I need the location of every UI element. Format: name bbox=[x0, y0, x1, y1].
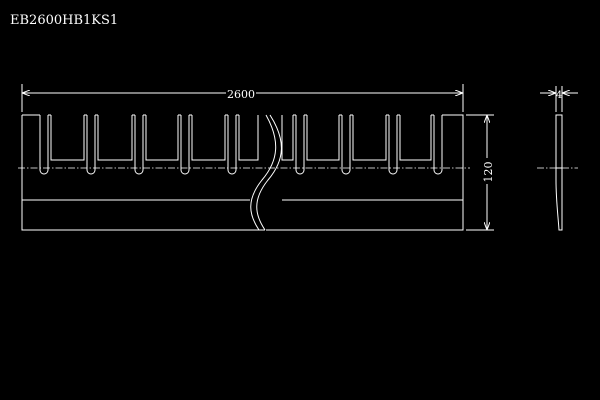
comb-slot bbox=[341, 115, 351, 175]
length-dimension-label: 2600 bbox=[227, 88, 255, 101]
comb-tooth-recess bbox=[145, 115, 179, 161]
comb-slots bbox=[37, 114, 448, 175]
comb-slot bbox=[227, 115, 237, 175]
height-dimension: 120 bbox=[466, 114, 495, 231]
comb-slot bbox=[86, 115, 96, 175]
comb-tooth-recess bbox=[191, 115, 226, 161]
comb-tooth-recess bbox=[281, 115, 294, 161]
break-line-left bbox=[256, 114, 282, 231]
comb-tooth-recess bbox=[50, 115, 85, 161]
comb-tooth-recess bbox=[238, 115, 259, 161]
comb-tooth-recess bbox=[97, 115, 133, 161]
blade-front-view bbox=[18, 114, 470, 231]
comb-slot bbox=[39, 115, 49, 175]
length-dimension: 2600 bbox=[21, 84, 464, 112]
comb-tooth-recess bbox=[399, 115, 432, 161]
comb-tooth-recess bbox=[352, 115, 387, 161]
comb-slot bbox=[295, 115, 305, 175]
comb-tooth-recess bbox=[306, 115, 340, 161]
comb-slot bbox=[433, 115, 443, 175]
blade-side-view: 4 bbox=[537, 86, 578, 231]
comb-slot bbox=[388, 115, 398, 175]
comb-slot bbox=[134, 115, 144, 175]
comb-slot bbox=[180, 115, 190, 175]
break-line-right bbox=[250, 114, 277, 231]
height-dimension-label: 120 bbox=[482, 162, 495, 183]
part-number-label: EB2600HB1KS1 bbox=[10, 13, 118, 28]
thickness-dimension-label: 4 bbox=[556, 90, 562, 101]
